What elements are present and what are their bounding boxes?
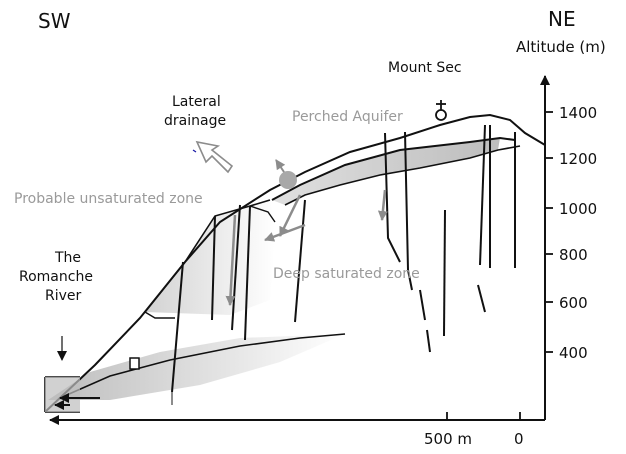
lateral-drainage-label: drainage <box>164 113 226 129</box>
base-aquifer-shading <box>48 334 345 400</box>
fracture <box>244 205 251 341</box>
scale-label-500m: 500 m <box>424 430 472 448</box>
spring-circle <box>279 171 297 189</box>
fracture <box>479 124 486 266</box>
altitude-tick-label: 1000 <box>559 200 597 218</box>
lateral-drainage-arrow <box>195 140 234 174</box>
river-label: Romanche <box>19 269 93 285</box>
river-fill <box>45 377 80 412</box>
fracture <box>419 289 426 321</box>
saturated-zone-right-boundary <box>249 205 276 223</box>
mount-label: Mount Sec <box>388 60 462 76</box>
ne-label: NE <box>548 7 576 31</box>
saturated-zone-lower-boundary <box>144 311 175 319</box>
saturated-zone-shading <box>145 200 275 315</box>
altitude-ticks <box>545 111 553 353</box>
lateral-drainage-tick <box>192 149 197 153</box>
fracture <box>294 199 306 323</box>
perched-aquifer-bottom <box>284 145 521 206</box>
fracture <box>404 131 413 291</box>
altitude-tick-label: 1400 <box>559 104 597 122</box>
base-aquifer-line <box>59 333 346 399</box>
fracture <box>231 204 241 331</box>
flow-arrow <box>278 194 302 237</box>
altitude-tick-label: 800 <box>559 246 588 264</box>
fracture <box>426 329 431 353</box>
spring-arrow <box>275 159 286 173</box>
altitude-tick-label: 400 <box>559 344 588 362</box>
river-label: The <box>54 250 81 266</box>
altitude-tick-label: 600 <box>559 294 588 312</box>
perched-aquifer-label: Perched Aquifer <box>292 109 403 125</box>
altitude-tick-label: 1200 <box>559 150 597 168</box>
flow-arrow <box>225 214 237 306</box>
fracture <box>171 261 184 393</box>
unsaturated-zone-label: Probable unsaturated zone <box>14 191 203 207</box>
lateral-drainage-label: Lateral <box>172 94 221 110</box>
perched-aquifer-top <box>271 136 516 201</box>
river-label: River <box>45 288 82 304</box>
flow-arrows <box>225 189 388 306</box>
fracture <box>384 132 401 263</box>
gauge-box <box>129 357 140 370</box>
sw-label: SW <box>38 9 71 33</box>
summit-cross-icon <box>435 100 447 121</box>
saturated-zone-label: Deep saturated zone <box>273 266 420 282</box>
scale-label-0: 0 <box>514 430 524 448</box>
flow-arrow <box>377 189 388 221</box>
fracture <box>477 284 486 313</box>
axis-title: Altitude (m) <box>516 38 606 56</box>
fracture <box>211 215 216 321</box>
fractures <box>171 124 516 393</box>
fracture <box>443 209 446 337</box>
